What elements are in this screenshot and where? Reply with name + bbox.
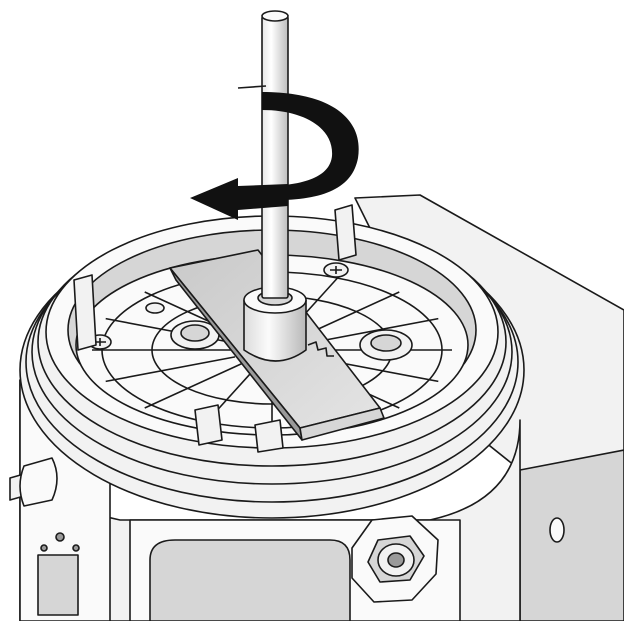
- right-boss-hole: [370, 334, 402, 352]
- wheel-spoke: [105, 356, 236, 383]
- shaft-top-cap: [261, 10, 289, 22]
- front-tab-right: [254, 419, 284, 453]
- wheel-spoke: [144, 362, 245, 409]
- left-hole-a: [40, 544, 48, 552]
- right-post: [334, 204, 357, 261]
- screw-center-left: [145, 302, 165, 314]
- rotation-arrow-tail: [190, 178, 288, 220]
- collar-body: [243, 299, 307, 362]
- collar-gear-teeth: [307, 341, 334, 357]
- housing-lower-slot: [149, 539, 351, 621]
- shaft[interactable]: [261, 10, 289, 299]
- rotation-arrow-icon: [190, 85, 359, 220]
- flat-bar-end: [299, 407, 385, 441]
- rotation-arrow-body: [262, 92, 359, 201]
- left-boss-hole: [180, 324, 210, 342]
- left-hole-b: [72, 544, 80, 552]
- left-hole-top: [55, 532, 65, 542]
- screw-right-top: [323, 262, 349, 278]
- shaft-rod: [261, 15, 289, 299]
- left-window: [37, 554, 79, 616]
- nut-bore-inner: [387, 552, 405, 568]
- right-port: [549, 517, 565, 543]
- front-nut-fitting: [351, 515, 439, 603]
- left-fitting: [9, 457, 58, 507]
- left-post: [73, 274, 97, 351]
- arrow-back-line: [237, 85, 267, 89]
- front-tab-left: [194, 404, 223, 446]
- wheel-spoke: [308, 317, 439, 344]
- housing-right-face: [519, 449, 624, 621]
